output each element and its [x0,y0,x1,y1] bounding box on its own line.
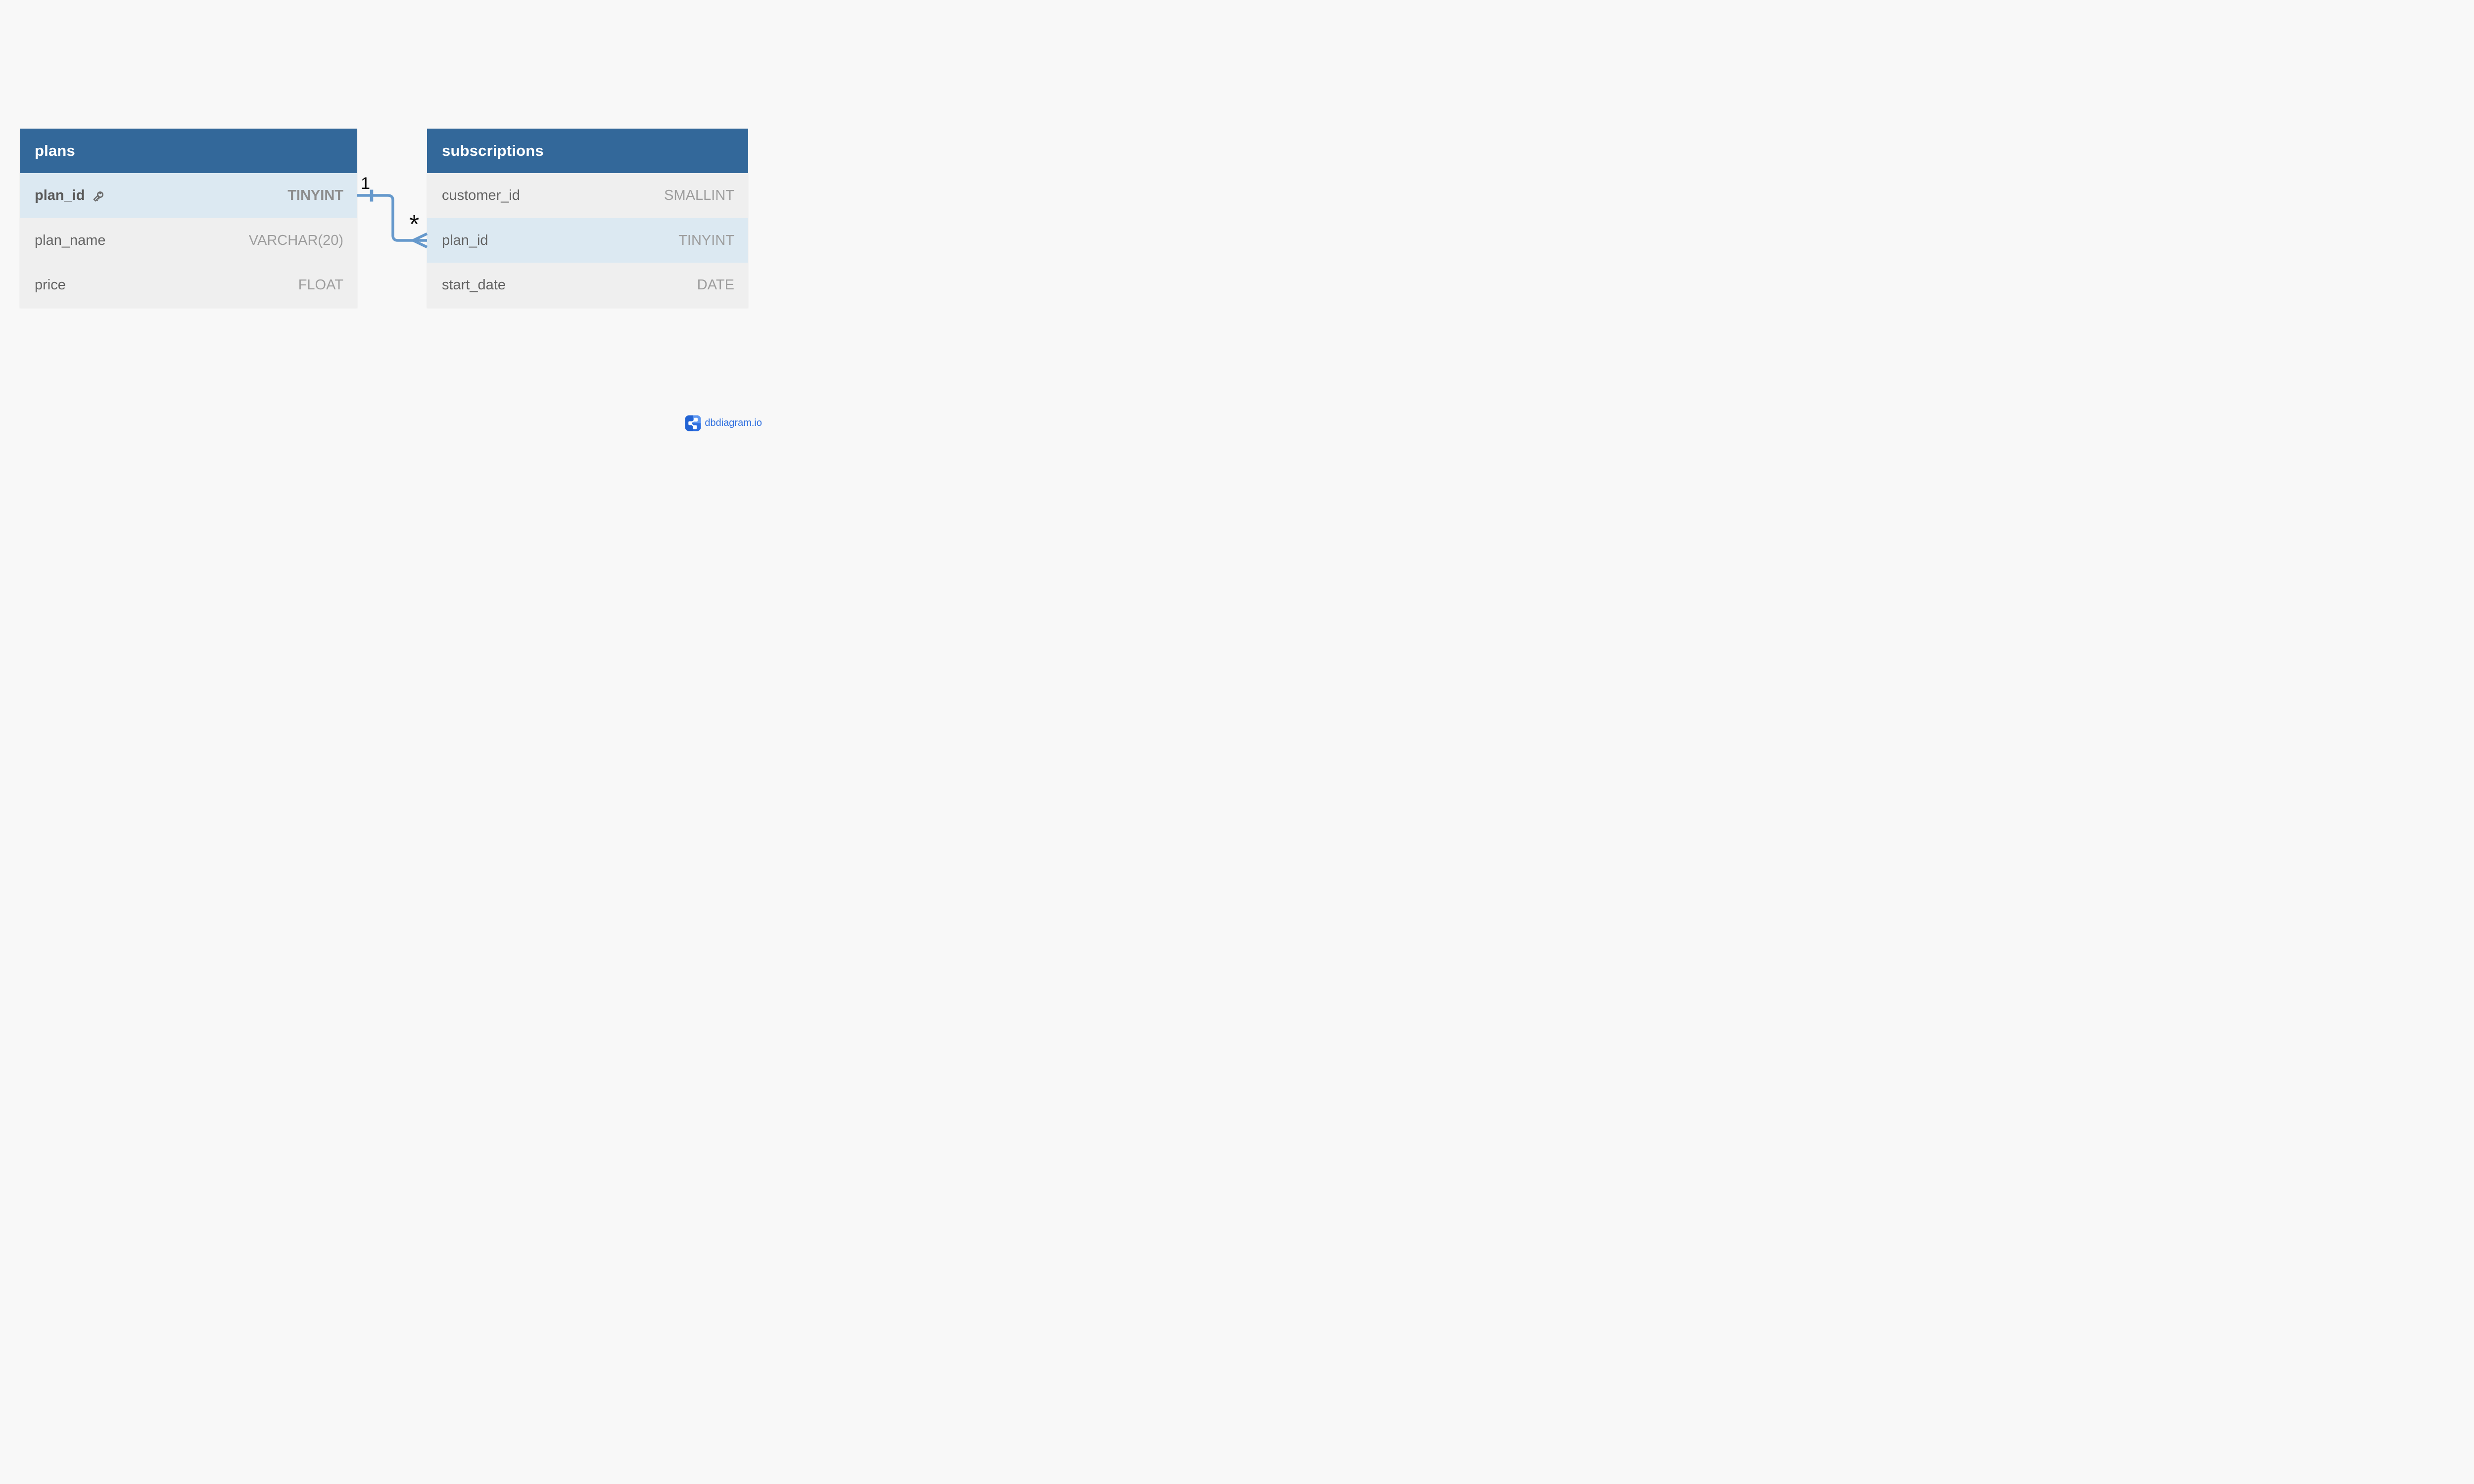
field-type-start-date: DATE [697,277,734,293]
cardinality-many-label: * [409,210,420,239]
table-subscriptions-header[interactable]: subscriptions [427,129,748,173]
table-row[interactable]: price FLOAT [20,263,357,308]
table-subscriptions[interactable]: subscriptions customer_id SMALLINT plan_… [427,129,748,308]
field-type-price: FLOAT [298,277,343,293]
field-name-plan-id-fk: plan_id [442,232,488,248]
field-type-plan-name: VARCHAR(20) [248,232,343,248]
field-name-plan-id: plan_id [35,187,85,203]
table-plans[interactable]: plans plan_id TINYINT [20,129,357,308]
field-name-plan-name: plan_name [35,232,106,248]
field-name-start-date: start_date [442,277,506,293]
table-row[interactable]: plan_name VARCHAR(20) [20,218,357,263]
cardinality-one-label: 1 [361,174,370,193]
field-type-customer-id: SMALLINT [664,187,734,203]
table-plans-title: plans [35,142,75,159]
dbdiagram-brand[interactable]: dbdiagram.io [685,415,762,431]
table-row[interactable]: plan_id TINYINT [20,173,357,218]
share-icon [685,415,701,431]
table-subscriptions-title: subscriptions [442,142,544,159]
field-name-price: price [35,277,66,293]
field-type-plan-id: TINYINT [287,187,343,203]
field-name-customer-id: customer_id [442,187,520,203]
diagram-canvas: plans plan_id TINYINT [0,0,776,436]
key-icon [92,190,105,203]
brand-label: dbdiagram.io [705,417,762,428]
table-plans-header[interactable]: plans [20,129,357,173]
field-type-plan-id-fk: TINYINT [678,232,734,248]
table-row[interactable]: customer_id SMALLINT [427,173,748,218]
table-row[interactable]: start_date DATE [427,263,748,308]
table-row[interactable]: plan_id TINYINT [427,218,748,263]
